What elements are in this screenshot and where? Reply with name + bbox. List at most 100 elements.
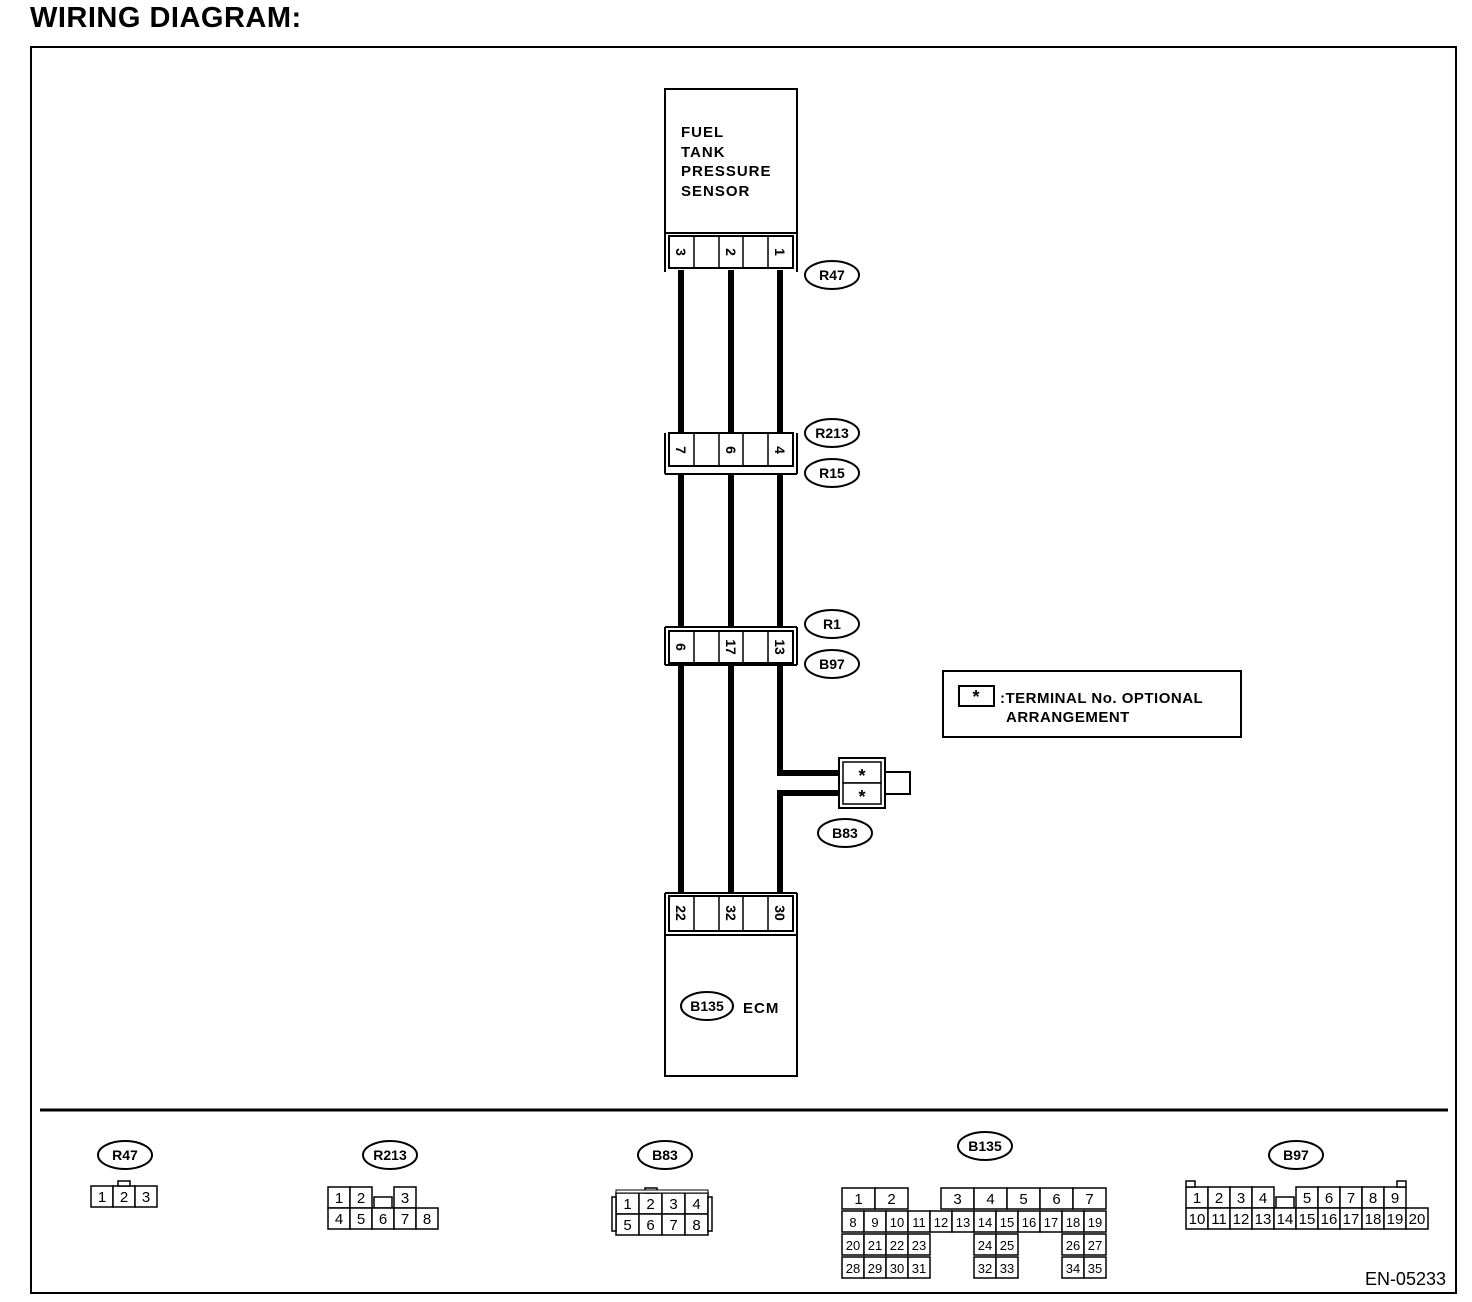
- legend-line-1: :TERMINAL No. OPTIONAL: [1000, 690, 1203, 707]
- view-b97-id: B97: [1283, 1147, 1309, 1163]
- view-b135-pin: 32: [978, 1261, 992, 1276]
- view-b135-pin: 33: [1000, 1261, 1014, 1276]
- view-b97-cell: [1405, 1207, 1429, 1230]
- ecm-pin-32: 32: [723, 905, 739, 921]
- connector-id-r1: R1: [823, 616, 841, 632]
- view-b83-ear: [707, 1196, 713, 1232]
- view-r47-latch: [117, 1180, 131, 1187]
- r47-pin-1: 1: [772, 248, 788, 256]
- view-b135-pin: 31: [912, 1261, 926, 1276]
- view-b135-pin: 17: [1044, 1215, 1058, 1230]
- sensor-label-line-1: FUEL: [681, 124, 724, 141]
- view-b135-pin: 3: [953, 1191, 961, 1208]
- view-b135-pin: 22: [890, 1238, 904, 1253]
- view-r47-badge: [97, 1140, 153, 1170]
- view-b135-cell: [874, 1187, 909, 1210]
- view-r213-id: R213: [373, 1147, 407, 1163]
- view-r47-id: R47: [112, 1147, 138, 1163]
- figure-code: EN-05233: [1365, 1269, 1446, 1289]
- view-b97-pin: 7: [1347, 1190, 1355, 1207]
- view-b97-corner: [1185, 1180, 1196, 1188]
- view-b135-cell: [907, 1256, 931, 1279]
- view-b135-pin: 34: [1066, 1261, 1080, 1276]
- view-r213-pin: 2: [357, 1190, 365, 1207]
- view-b135-pin: 26: [1066, 1238, 1080, 1253]
- page-title: WIRING DIAGRAM:: [30, 2, 302, 34]
- view-r213-cell: [415, 1207, 439, 1230]
- view-b135-pin: 16: [1022, 1215, 1036, 1230]
- fuel-tank-pressure-sensor: FUEL TANK PRESSURE SENSOR: [664, 88, 798, 234]
- wire-b83-to-ecm-30: [777, 790, 841, 893]
- view-b135-pin: 4: [986, 1191, 994, 1208]
- view-b135-cell: [1083, 1210, 1107, 1233]
- ecm-label: ECM: [743, 1000, 779, 1017]
- view-b135-cell: [1083, 1233, 1107, 1256]
- view-b83-pin: 1: [623, 1196, 631, 1213]
- view-r213-key: [373, 1196, 393, 1209]
- view-r213-pin: 8: [423, 1211, 431, 1228]
- view-r213-pin: 6: [379, 1211, 387, 1228]
- view-b135-pin: 9: [871, 1215, 878, 1230]
- legend-symbol: *: [972, 687, 979, 707]
- view-b135-pin: 18: [1066, 1215, 1080, 1230]
- view-b135-pin: 25: [1000, 1238, 1014, 1253]
- view-b97-pin: 20: [1409, 1211, 1426, 1228]
- view-r213-pin: 7: [401, 1211, 409, 1228]
- view-b135-pin: 8: [849, 1215, 856, 1230]
- view-b135-pin: 30: [890, 1261, 904, 1276]
- view-r47-pin: 2: [120, 1189, 128, 1206]
- view-b135-pin: 29: [868, 1261, 882, 1276]
- connector-r213-r15: 7 6 4 R213 R15: [664, 418, 860, 488]
- view-b135-pin: 1: [854, 1191, 862, 1208]
- view-b97-corner: [1396, 1180, 1407, 1188]
- view-b97-pin: 1: [1193, 1190, 1201, 1207]
- r47-pin-3: 3: [673, 248, 689, 256]
- view-r47-cell: [134, 1185, 158, 1208]
- connector-id-r15: R15: [819, 465, 845, 481]
- r47-pin-2: 2: [723, 248, 739, 256]
- ecm-connector-id: B135: [690, 998, 724, 1014]
- view-b135-pin: 11: [912, 1215, 926, 1230]
- r213-pin-4: 4: [772, 446, 788, 454]
- view-b97-pin: 3: [1237, 1190, 1245, 1207]
- connector-id-b97: B97: [819, 656, 845, 672]
- view-b135-pin: 12: [934, 1215, 948, 1230]
- b83-pin-optional-2: *: [858, 787, 865, 807]
- view-r213-pin: 4: [335, 1211, 343, 1228]
- view-b135-cell: [1083, 1256, 1107, 1279]
- connector-id-b83: B83: [832, 825, 858, 841]
- view-b97-pin: 15: [1299, 1211, 1316, 1228]
- view-r213-badge: [362, 1140, 418, 1170]
- view-b83-pin: 3: [669, 1196, 677, 1213]
- view-b97-pin: 10: [1189, 1211, 1206, 1228]
- view-b83-pin: 6: [646, 1217, 654, 1234]
- view-b135-pin: 27: [1088, 1238, 1102, 1253]
- view-b135-badge: [957, 1131, 1013, 1161]
- ecm: B135 ECM: [664, 934, 798, 1077]
- view-b135-pin: 6: [1052, 1191, 1060, 1208]
- view-b135-cell: [995, 1256, 1019, 1279]
- view-b135-pin: 15: [1000, 1215, 1014, 1230]
- view-b135-pin: 21: [868, 1238, 882, 1253]
- view-b135-pin: 7: [1085, 1191, 1093, 1208]
- view-b97-key: [1275, 1196, 1295, 1209]
- view-b97-pin: 12: [1233, 1211, 1250, 1228]
- view-r47-pin: 1: [98, 1189, 106, 1206]
- view-r213-pin: 3: [401, 1190, 409, 1207]
- view-b135-cell: [1072, 1187, 1107, 1210]
- sensor-label-line-4: SENSOR: [681, 183, 750, 200]
- view-b135-pin: 28: [846, 1261, 860, 1276]
- view-b83-pin: 5: [623, 1217, 631, 1234]
- view-r47-pin: 3: [142, 1189, 150, 1206]
- view-b135-pin: 20: [846, 1238, 860, 1253]
- sensor-label-line-2: TANK: [681, 144, 726, 161]
- view-b97-pin: 9: [1391, 1190, 1399, 1207]
- connector-r1-b97: 6 17 13 R1 B97: [664, 609, 860, 679]
- view-b135-pin: 10: [890, 1215, 904, 1230]
- view-b135-pin: 19: [1088, 1215, 1102, 1230]
- view-b97-pin: 11: [1211, 1211, 1227, 1228]
- view-b135-pin: 13: [956, 1215, 970, 1230]
- view-b97-pin: 13: [1255, 1211, 1272, 1228]
- view-b97-pin: 17: [1343, 1211, 1360, 1228]
